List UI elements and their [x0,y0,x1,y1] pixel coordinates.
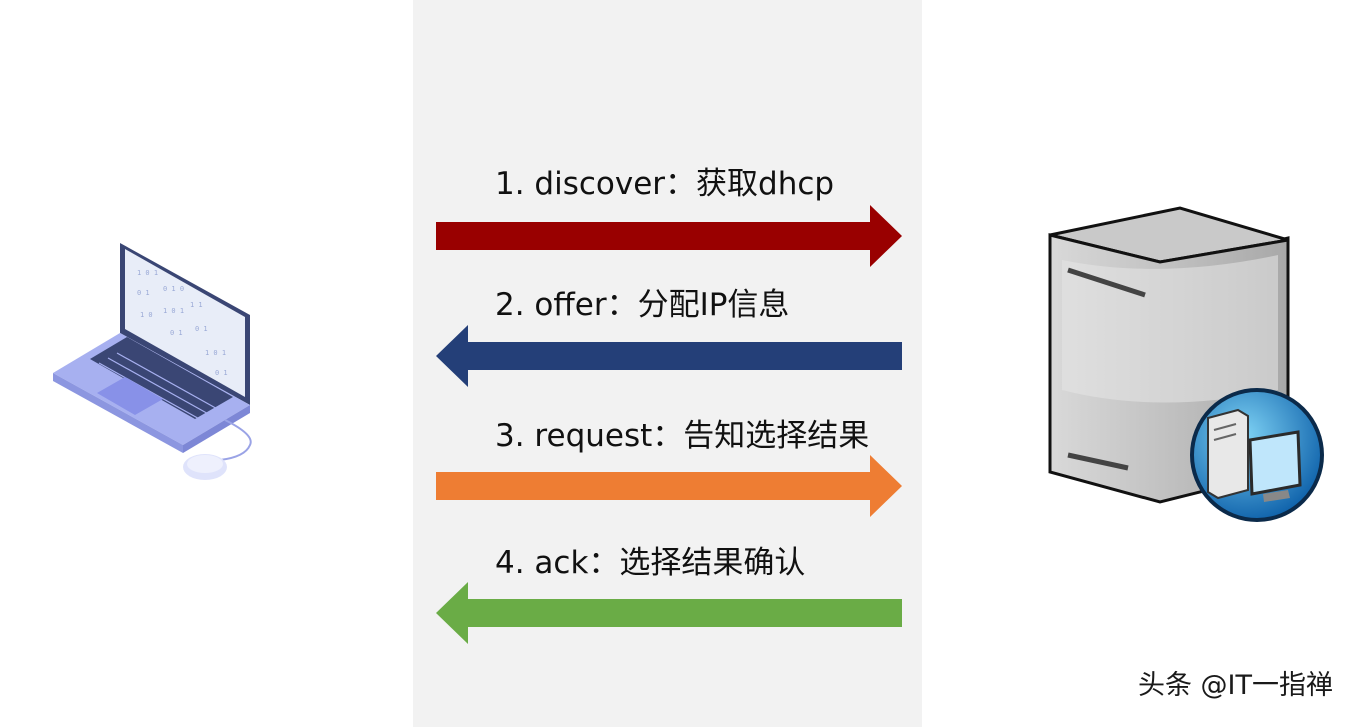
svg-text:0 1 0: 0 1 0 [163,285,184,293]
offer-label: 2. offer：分配IP信息 [495,287,790,323]
request-arrow [436,455,902,517]
discover-label: 1. discover：获取dhcp [495,166,835,202]
request-label: 3. request：告知选择结果 [495,418,870,454]
arrow-shape-1 [436,205,902,267]
watermark: 头条 @IT一指禅 [1137,670,1333,701]
offer-arrow [436,325,902,387]
arrow-shape-4 [436,582,902,644]
svg-text:1 0 1: 1 0 1 [137,269,158,277]
svg-text:1 0: 1 0 [140,311,153,319]
svg-text:0 1: 0 1 [195,325,208,333]
discover-arrow [436,205,902,267]
svg-text:0 1: 0 1 [170,329,183,337]
arrow-shape-2 [436,325,902,387]
ack-arrow [436,582,902,644]
server-icon [1048,206,1324,522]
svg-text:0 1: 0 1 [215,369,228,377]
svg-text:1 1: 1 1 [190,301,203,309]
laptop-icon: 1 0 1 0 1 0 1 1 0 1 1 0 1 0 1 1 0 0 1 1 0 1 0 … [53,243,252,480]
ack-label: 4. ack：选择结果确认 [495,545,806,581]
svg-text:1 0 1: 1 0 1 [205,349,226,357]
arrow-shape-3 [436,455,902,517]
svg-text:1 0 1: 1 0 1 [163,307,184,315]
svg-text:0 1: 0 1 [137,289,150,297]
